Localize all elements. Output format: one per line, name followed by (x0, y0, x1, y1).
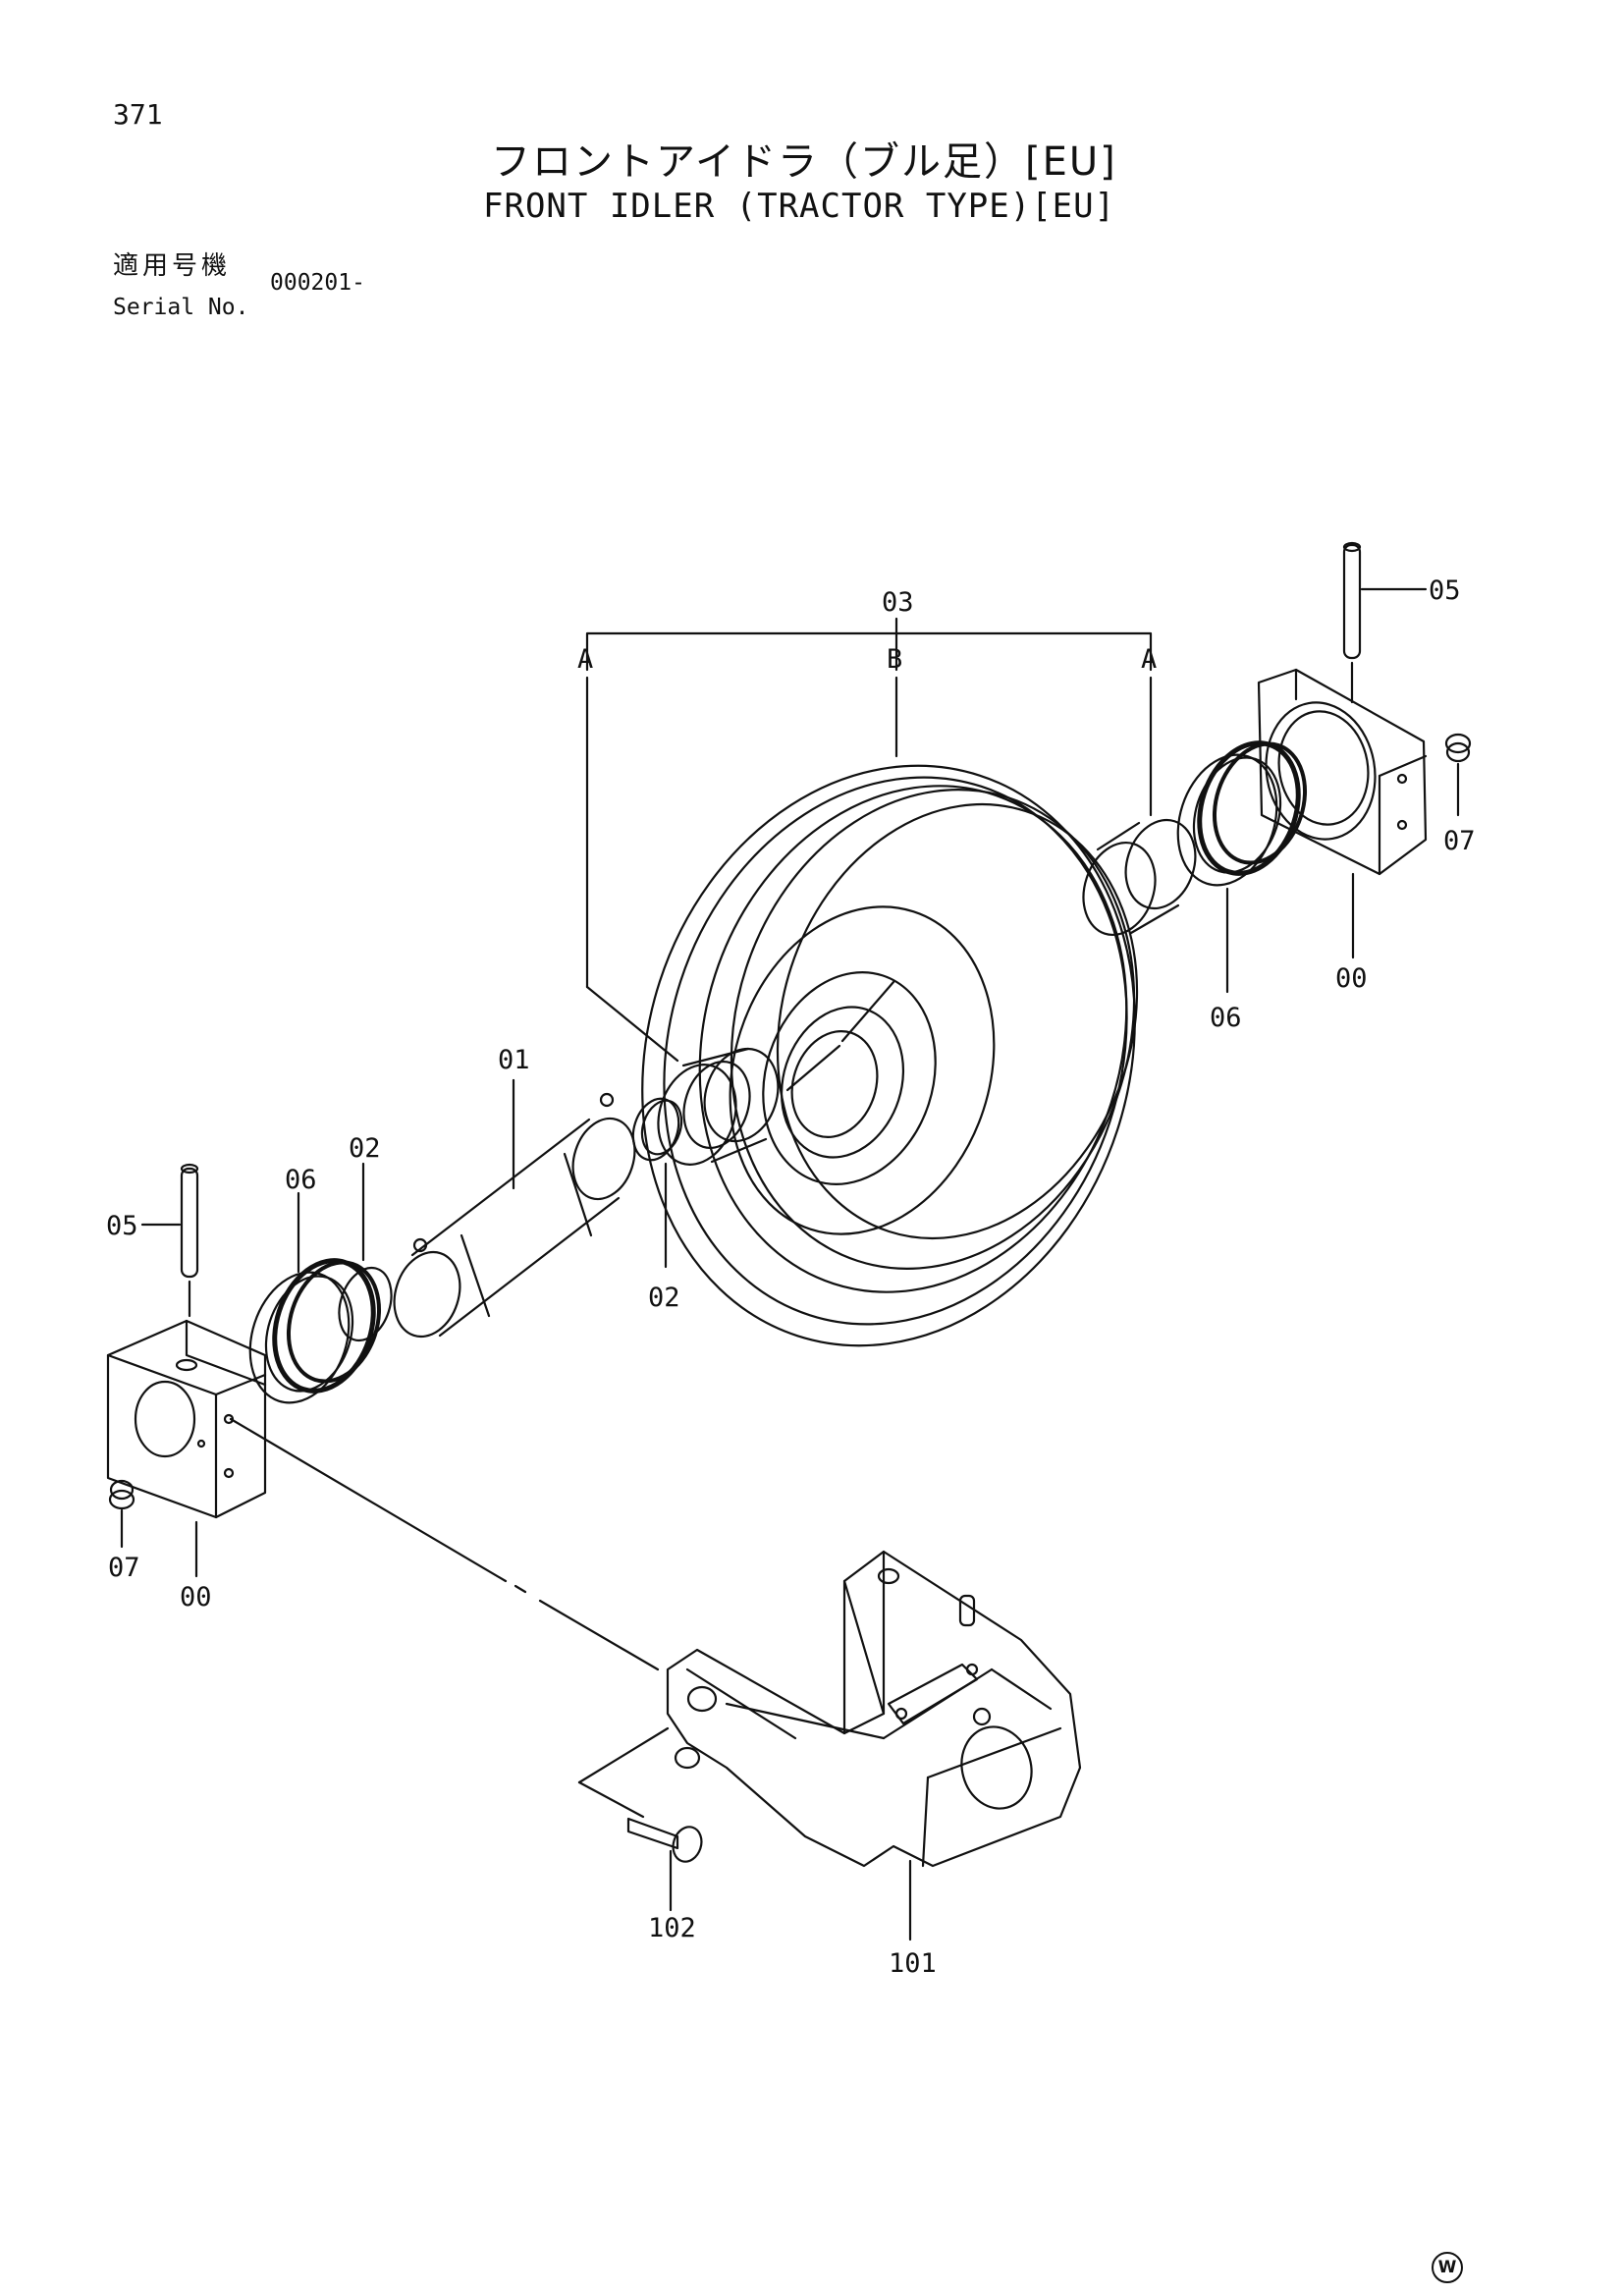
watermark-logo: W (1432, 2252, 1463, 2283)
serial-number-value: 000201- (270, 270, 365, 296)
bolt-102-part (577, 1726, 703, 1912)
collar-left-part (657, 1047, 780, 1166)
callout-07-right: 07 (1443, 826, 1476, 856)
callout-02-lower: 02 (648, 1283, 680, 1313)
callout-05-right: 05 (1429, 575, 1461, 606)
callout-labels: 03 A B A 05 07 00 06 01 02 06 05 02 07 0… (106, 575, 1476, 1979)
page-number: 371 (113, 98, 163, 131)
serial-label-english: Serial No. (113, 295, 249, 320)
title-english: FRONT IDLER (TRACTOR TYPE)[EU] (483, 187, 1116, 226)
idler-wheel-part (641, 764, 1139, 1347)
callout-00-right: 00 (1335, 963, 1368, 994)
seal-06-left-part (248, 1191, 382, 1404)
callout-02-upper: 02 (349, 1133, 381, 1164)
plug-07-right-part (1444, 733, 1472, 817)
plug-07-left-part (108, 1479, 135, 1549)
title-japanese: フロントアイドラ（ブル足）[EU] (491, 139, 1117, 185)
callout-06-right: 06 (1210, 1003, 1242, 1033)
callout-07-left: 07 (108, 1553, 140, 1583)
o-ring-02-left-part (338, 1162, 393, 1342)
callout-05-left: 05 (106, 1211, 138, 1241)
assembly-leader-line (229, 1417, 660, 1671)
collar-right-part (1082, 818, 1197, 937)
assembly-bracket-03 (585, 617, 1153, 1063)
o-ring-02-upper-part (631, 1097, 683, 1269)
shaft-01-part (393, 1078, 636, 1339)
bearing-block-00-left-part (106, 1319, 267, 1578)
serial-label-japanese: 適用号機 (113, 251, 232, 281)
callout-06-left: 06 (285, 1165, 317, 1195)
callout-102: 102 (648, 1913, 696, 1943)
callout-sub-b: B (887, 644, 902, 675)
callout-01: 01 (498, 1045, 530, 1075)
callout-sub-a-right: A (1141, 644, 1157, 675)
pin-05-right-part (1342, 541, 1428, 704)
seal-06-right-part (1176, 740, 1308, 994)
callout-sub-a-left: A (577, 644, 593, 675)
callout-00-left: 00 (180, 1582, 212, 1613)
callout-101: 101 (889, 1948, 937, 1979)
callout-03: 03 (882, 587, 914, 618)
bearing-block-00-right-part (1257, 668, 1428, 959)
pin-05-left-part (140, 1163, 199, 1318)
link-bracket-101-part (666, 1550, 1082, 1941)
